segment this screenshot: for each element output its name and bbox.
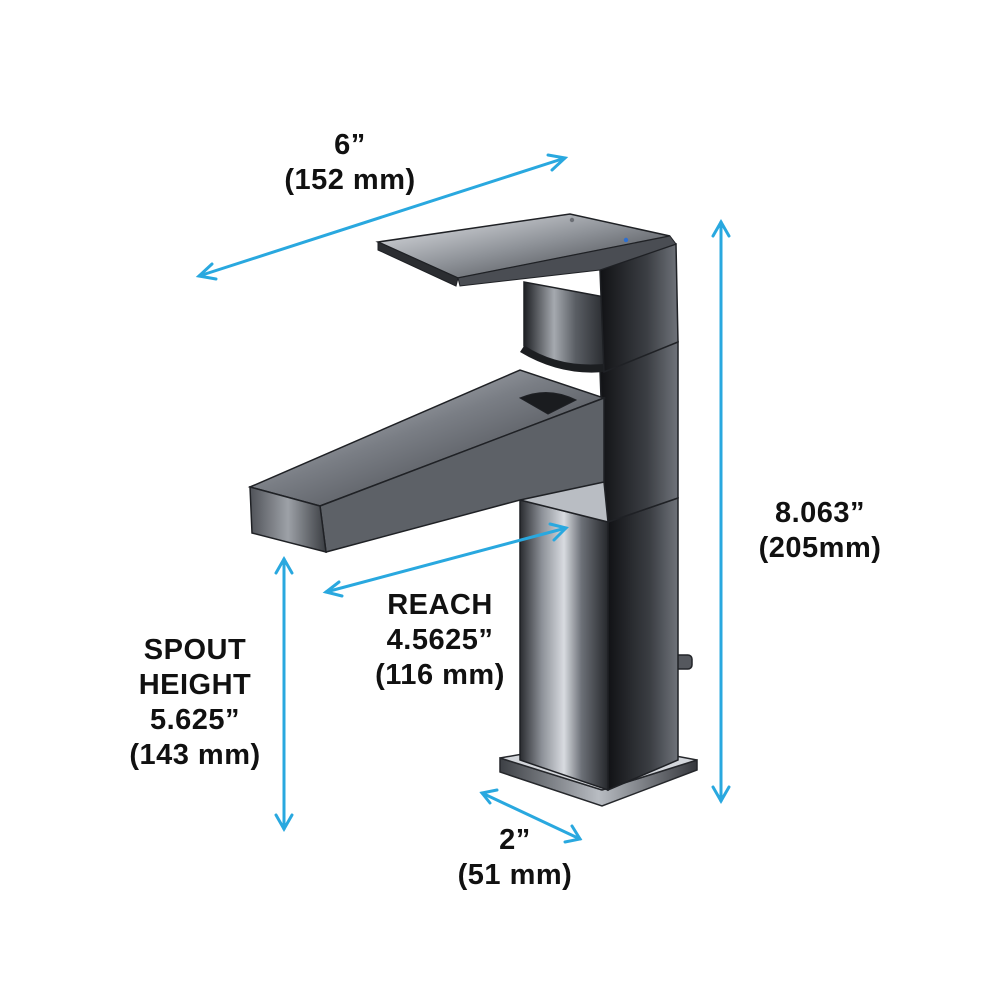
spout-height-arrow xyxy=(274,555,294,833)
faucet-body-side xyxy=(607,496,679,792)
height-dimension-label: 8.063” (205mm) xyxy=(735,496,905,566)
height-metric: (205mm) xyxy=(758,532,882,564)
reach-arrow xyxy=(322,522,569,598)
base-width-arrow xyxy=(479,788,583,844)
faucet-aerator xyxy=(518,392,578,415)
reach-title: REACH xyxy=(387,589,493,621)
reach-metric: (116 mm) xyxy=(375,659,505,691)
spout-height-dimension-label: SPOUT HEIGHT 5.625” (143 mm) xyxy=(100,633,290,773)
faucet-handle-lever-edge xyxy=(377,241,459,287)
dimension-arrows xyxy=(195,153,731,844)
height-arrow xyxy=(711,218,731,805)
faucet-spout-front xyxy=(249,486,327,554)
width-dimension-label: 6” (152 mm) xyxy=(240,128,460,198)
hot-indicator-dot xyxy=(569,217,575,223)
base-metric: (51 mm) xyxy=(457,859,573,891)
base-imperial: 2” xyxy=(499,824,531,856)
width-imperial: 6” xyxy=(334,129,366,161)
spout-height-title-1: SPOUT xyxy=(143,634,247,666)
width-arrow xyxy=(195,153,569,281)
faucet-cartridge xyxy=(523,281,611,366)
height-imperial: 8.063” xyxy=(774,497,866,529)
spout-height-title-2: HEIGHT xyxy=(138,669,252,701)
spout-height-metric: (143 mm) xyxy=(129,739,261,771)
spout-height-imperial: 5.625” xyxy=(149,704,241,736)
cold-indicator-dot xyxy=(623,237,629,243)
reach-dimension-label: REACH 4.5625” (116 mm) xyxy=(345,588,535,693)
reach-imperial: 4.5625” xyxy=(386,624,494,656)
faucet-cartridge-ring xyxy=(520,346,610,373)
base-dimension-label: 2” (51 mm) xyxy=(420,823,610,893)
width-metric: (152 mm) xyxy=(284,164,416,196)
faucet-illustration xyxy=(247,213,698,807)
faucet-handle-front xyxy=(457,235,677,287)
